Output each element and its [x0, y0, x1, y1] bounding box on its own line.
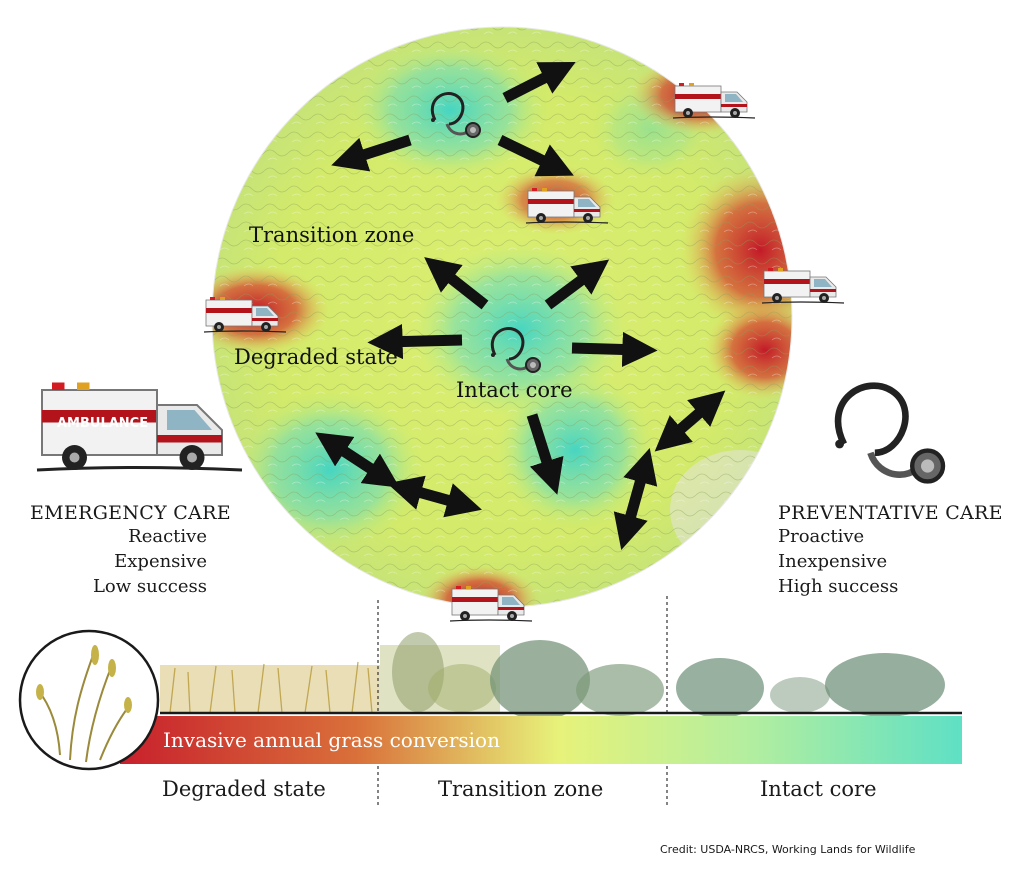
conversion-bar-label: Invasive annual grass conversion	[163, 728, 500, 752]
preventative-care-item: Inexpensive	[778, 551, 888, 572]
preventative-care-list: Proactive Inexpensive High success	[778, 524, 898, 599]
preventative-care-title: PREVENTATIVE CARE	[778, 502, 1003, 524]
degraded-state-map-label: Degraded state	[234, 345, 398, 369]
intact-core-map-label: Intact core	[456, 378, 573, 402]
spread-arrows-center	[367, 257, 658, 495]
ambulance-lettering: AMBULANCE	[57, 416, 148, 431]
credit-text: Credit: USDA-NRCS, Working Lands for Wil…	[660, 843, 916, 856]
vegetation-strip	[160, 632, 962, 720]
emergency-care-item: Expensive	[114, 551, 207, 572]
preventative-care-item: High success	[778, 576, 899, 597]
grass-inset	[18, 629, 160, 771]
ambulance-icon-top-right	[672, 82, 756, 119]
conversion-gradient-bar	[120, 716, 962, 764]
zone-label-transition: Transition zone	[438, 777, 604, 801]
zone-label-degraded: Degraded state	[162, 777, 326, 801]
preventative-care-item: Proactive	[778, 526, 865, 547]
emergency-care-title: EMERGENCY CARE	[30, 502, 231, 524]
spread-arrows-top	[331, 62, 576, 177]
ambulance-icon-right	[761, 267, 845, 304]
zone-label-intact: Intact core	[760, 777, 877, 801]
zone-dividers	[377, 596, 668, 805]
emergency-care-item: Low success	[92, 576, 207, 597]
large-stethoscope-icon	[835, 386, 943, 482]
emergency-care-list: Reactive Expensive Low success	[93, 524, 207, 599]
emergency-care-item: Reactive	[128, 526, 207, 547]
double-arrows	[315, 390, 726, 550]
transition-zone-map-label: Transition zone	[249, 223, 415, 247]
